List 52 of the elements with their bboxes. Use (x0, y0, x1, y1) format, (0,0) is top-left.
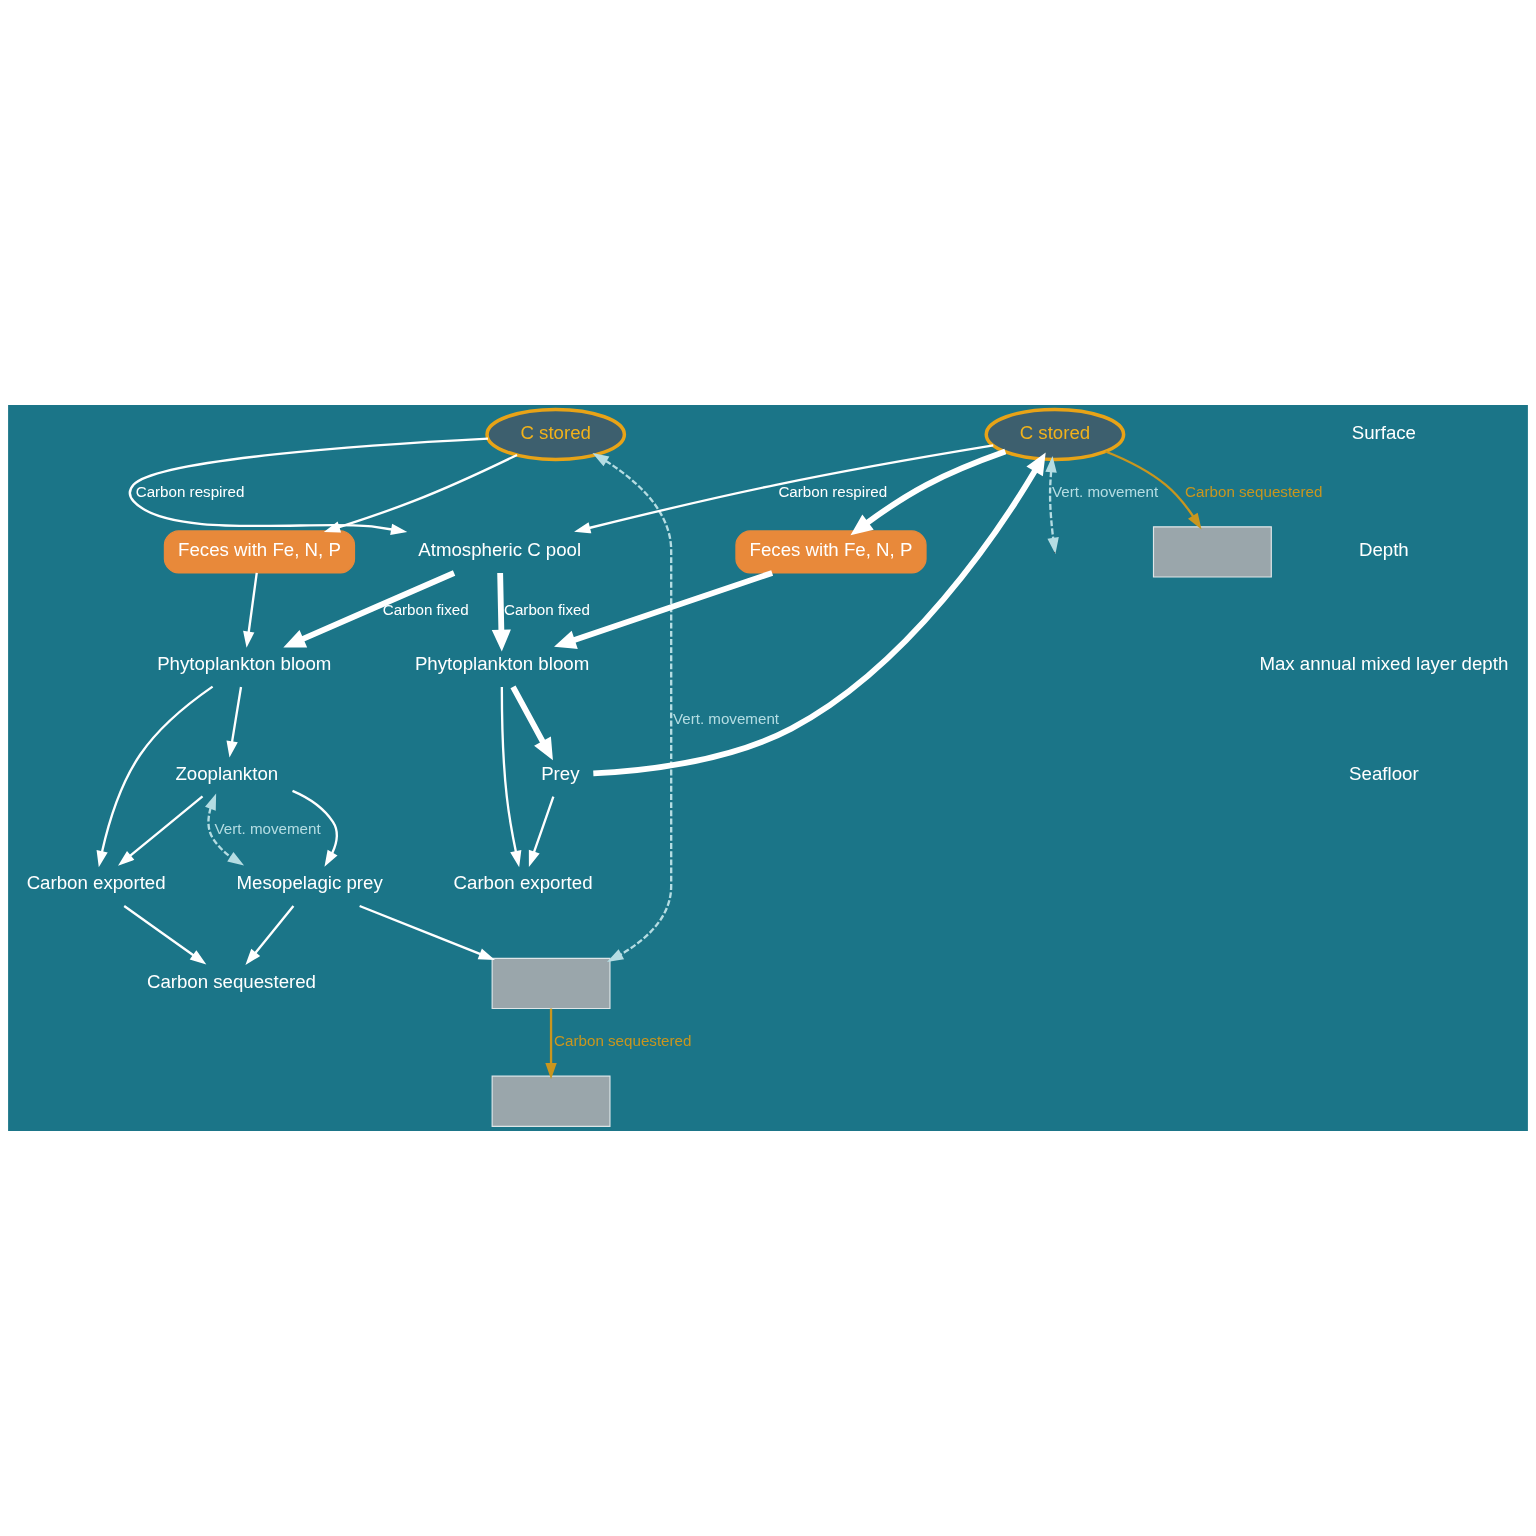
arrow (554, 570, 774, 649)
node-box: Feces with Fe, N, P (735, 530, 927, 574)
edge-label: Carbon sequestered (554, 1032, 692, 1050)
edge-label: Carbon fixed (504, 600, 590, 618)
node-ellipse: C stored (485, 407, 627, 462)
arrow (592, 452, 673, 963)
node-text: Zooplankton (175, 762, 279, 784)
node-box (1152, 526, 1272, 578)
arrow (593, 452, 1046, 777)
node-text: Carbon sequestered (146, 970, 316, 992)
arrow (323, 453, 518, 533)
arrow (292, 789, 338, 867)
label: Max annual mixed layer depth (1259, 653, 1509, 675)
edge-label: Carbon respired (778, 482, 888, 500)
label: Seafloor (1349, 762, 1419, 784)
arrow (528, 796, 555, 867)
node-ellipse: C stored (984, 407, 1126, 462)
arrow (545, 1008, 557, 1080)
arrow (491, 572, 511, 652)
arrow (129, 437, 488, 535)
arrow (283, 570, 456, 648)
arrow (1105, 450, 1202, 530)
edge-label: Carbon fixed (382, 600, 469, 618)
node-box (491, 1075, 611, 1127)
arrow (245, 905, 295, 966)
node-text: Mesopelagic prey (236, 872, 383, 894)
label: Depth (1358, 539, 1409, 561)
arrow (574, 444, 994, 534)
node-box (491, 957, 611, 1010)
node-text: Phytoplankton bloom (157, 653, 332, 675)
edge-label: Vert. movement (214, 820, 321, 838)
arrow (510, 685, 553, 761)
node-text: Phytoplankton bloom (414, 653, 590, 675)
arrow (96, 685, 214, 868)
edge-label: Vert. movement (1052, 482, 1159, 500)
arrow (118, 795, 204, 866)
arrow (359, 904, 495, 960)
edge-label: Vert. movement (672, 710, 780, 728)
edge-label: Carbon respired (135, 482, 245, 500)
arrow (226, 686, 243, 758)
node-text: Carbon exported (453, 872, 593, 894)
node-text: Atmospheric C pool (418, 539, 582, 561)
arrow (500, 687, 522, 868)
edge-label: Carbon sequestered (1185, 482, 1323, 500)
node-text: Carbon exported (26, 872, 166, 894)
node-text: Prey (541, 762, 580, 784)
node-box: Feces with Fe, N, P (163, 530, 356, 574)
arrow (850, 448, 1007, 536)
arrow (123, 905, 207, 965)
label: Surface (1351, 421, 1417, 443)
arrow (243, 572, 258, 648)
arrow (205, 793, 245, 866)
